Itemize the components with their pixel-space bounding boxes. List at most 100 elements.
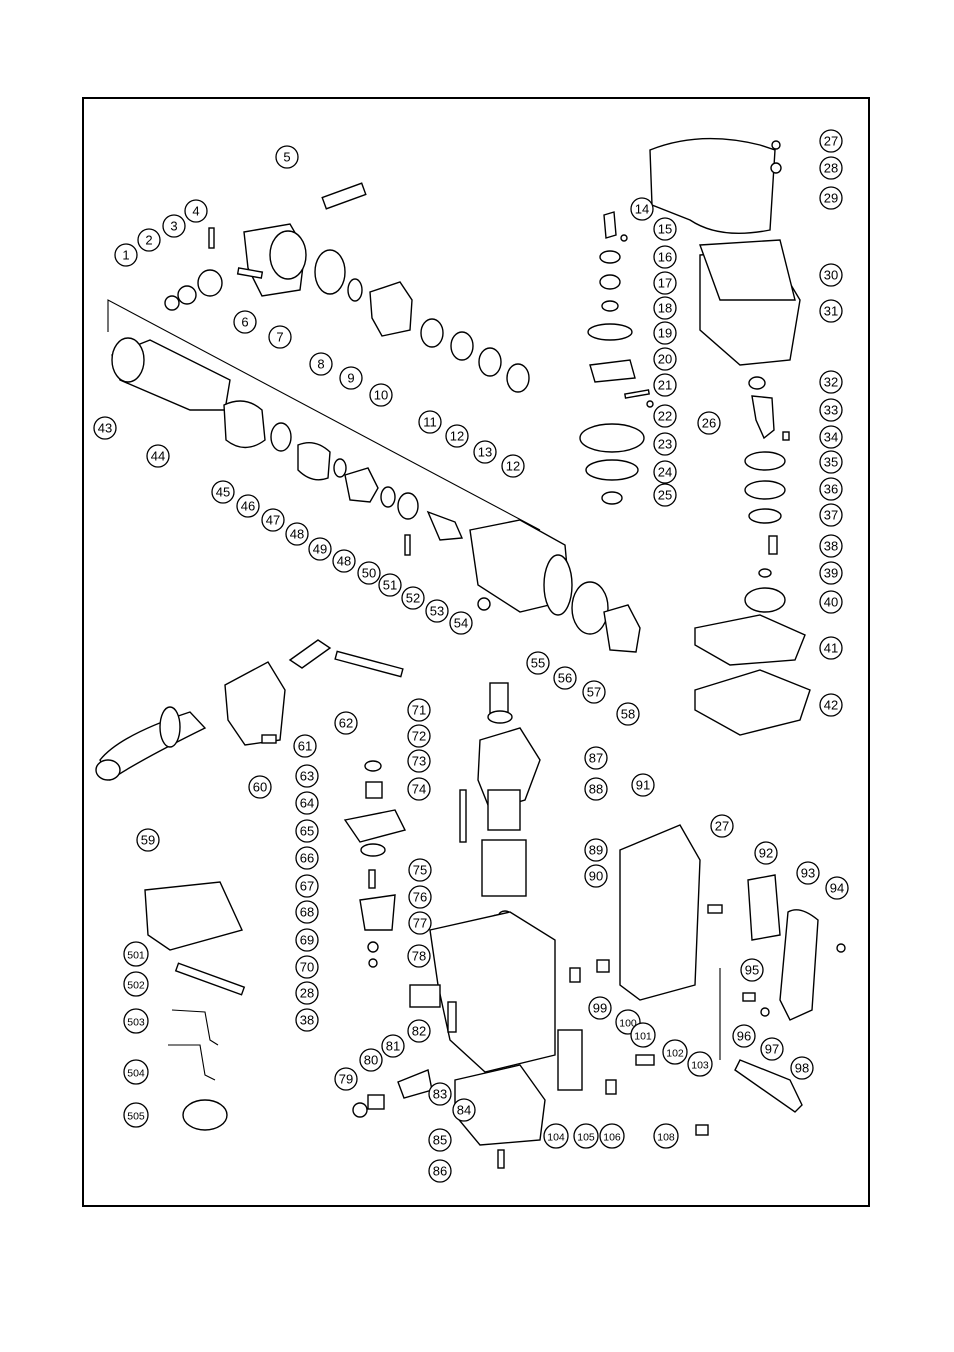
callout-label: 14 bbox=[635, 202, 649, 217]
callout-105: 105 bbox=[573, 1123, 599, 1149]
callout-circle bbox=[653, 1123, 679, 1149]
callout-circle bbox=[425, 599, 449, 623]
callout-circle bbox=[573, 1123, 599, 1149]
callout-20: 20 bbox=[653, 347, 677, 371]
callout-label: 24 bbox=[658, 465, 672, 480]
callout-circle bbox=[452, 1098, 476, 1122]
callout-circle bbox=[357, 561, 381, 585]
callout-label: 91 bbox=[636, 778, 650, 793]
callout-80: 80 bbox=[359, 1048, 383, 1072]
callout-circle bbox=[123, 1102, 149, 1128]
callout-label: 23 bbox=[658, 437, 672, 452]
callout-502: 502 bbox=[123, 971, 149, 997]
callout-circle bbox=[236, 494, 260, 518]
callout-label: 89 bbox=[589, 843, 603, 858]
callout-label: 102 bbox=[666, 1048, 684, 1060]
callout-label: 104 bbox=[547, 1132, 565, 1144]
callout-circle bbox=[710, 814, 734, 838]
callout-label: 33 bbox=[824, 403, 838, 418]
callout-label: 74 bbox=[412, 782, 426, 797]
callout-circle bbox=[819, 477, 843, 501]
callout-9: 9 bbox=[339, 366, 363, 390]
callout-label: 40 bbox=[824, 595, 838, 610]
callout-circle bbox=[268, 325, 292, 349]
callout-104: 104 bbox=[543, 1123, 569, 1149]
callout-circle bbox=[631, 773, 655, 797]
callout-label: 67 bbox=[300, 879, 314, 894]
callout-circle bbox=[790, 1056, 814, 1080]
callout-label: 31 bbox=[824, 304, 838, 319]
callout-label: 55 bbox=[531, 656, 545, 671]
callout-circle bbox=[123, 1059, 149, 1085]
callout-label: 62 bbox=[339, 716, 353, 731]
callout-circle bbox=[136, 828, 160, 852]
callout-label: 25 bbox=[658, 488, 672, 503]
callout-36: 36 bbox=[819, 477, 843, 501]
callout-label: 13 bbox=[478, 445, 492, 460]
callout-39: 39 bbox=[819, 561, 843, 585]
callout-label: 39 bbox=[824, 566, 838, 581]
callout-87: 87 bbox=[584, 746, 608, 770]
callout-label: 1 bbox=[122, 248, 129, 263]
callout-label: 63 bbox=[300, 769, 314, 784]
callout-circle bbox=[137, 228, 161, 252]
callout-label: 64 bbox=[300, 796, 314, 811]
callout-circle bbox=[653, 321, 677, 345]
callout-label: 99 bbox=[593, 1001, 607, 1016]
callout-circle bbox=[584, 746, 608, 770]
callout-38: 38 bbox=[819, 534, 843, 558]
callout-label: 53 bbox=[430, 604, 444, 619]
callout-circle bbox=[653, 347, 677, 371]
callout-90: 90 bbox=[584, 864, 608, 888]
callout-95: 95 bbox=[740, 958, 764, 982]
callout-79: 79 bbox=[334, 1067, 358, 1091]
callout-circle bbox=[93, 416, 117, 440]
callout-label: 11 bbox=[423, 415, 437, 430]
callout-label: 6 bbox=[241, 315, 248, 330]
callout-11: 11 bbox=[418, 410, 442, 434]
callout-circle bbox=[653, 296, 677, 320]
callout-label: 501 bbox=[127, 950, 145, 962]
callout-label: 47 bbox=[266, 513, 280, 528]
callout-label: 52 bbox=[406, 591, 420, 606]
callout-circle bbox=[123, 971, 149, 997]
callout-circle bbox=[295, 1008, 319, 1032]
callout-label: 27 bbox=[715, 819, 729, 834]
callout-43: 43 bbox=[93, 416, 117, 440]
callout-circle bbox=[796, 861, 820, 885]
callout-label: 44 bbox=[151, 449, 165, 464]
callout-108: 108 bbox=[653, 1123, 679, 1149]
callout-label: 2 bbox=[145, 233, 152, 248]
callout-label: 97 bbox=[765, 1042, 779, 1057]
callout-30: 30 bbox=[819, 263, 843, 287]
callout-circle bbox=[309, 352, 333, 376]
callout-label: 503 bbox=[127, 1017, 145, 1029]
callout-circle bbox=[653, 460, 677, 484]
callout-circle bbox=[184, 199, 208, 223]
callout-32: 32 bbox=[819, 370, 843, 394]
callout-71: 71 bbox=[407, 698, 431, 722]
callout-label: 4 bbox=[192, 204, 199, 219]
callout-29: 29 bbox=[819, 186, 843, 210]
callout-label: 48 bbox=[337, 554, 351, 569]
callout-circle bbox=[825, 876, 849, 900]
callout-label: 101 bbox=[634, 1031, 652, 1043]
callout-label: 12 bbox=[506, 459, 520, 474]
callout-96: 96 bbox=[732, 1024, 756, 1048]
callout-51: 51 bbox=[378, 573, 402, 597]
callout-label: 22 bbox=[658, 409, 672, 424]
callout-label: 46 bbox=[241, 499, 255, 514]
callout-23: 23 bbox=[653, 432, 677, 456]
callout-12: 12 bbox=[445, 424, 469, 448]
callout-circle bbox=[407, 944, 431, 968]
callout-103: 103 bbox=[687, 1051, 713, 1077]
callout-28: 28 bbox=[295, 981, 319, 1005]
callout-circle bbox=[295, 928, 319, 952]
callout-circle bbox=[295, 764, 319, 788]
callout-label: 45 bbox=[216, 485, 230, 500]
callout-circle bbox=[653, 245, 677, 269]
callout-label: 70 bbox=[300, 960, 314, 975]
callout-label: 88 bbox=[589, 782, 603, 797]
callout-64: 64 bbox=[295, 791, 319, 815]
